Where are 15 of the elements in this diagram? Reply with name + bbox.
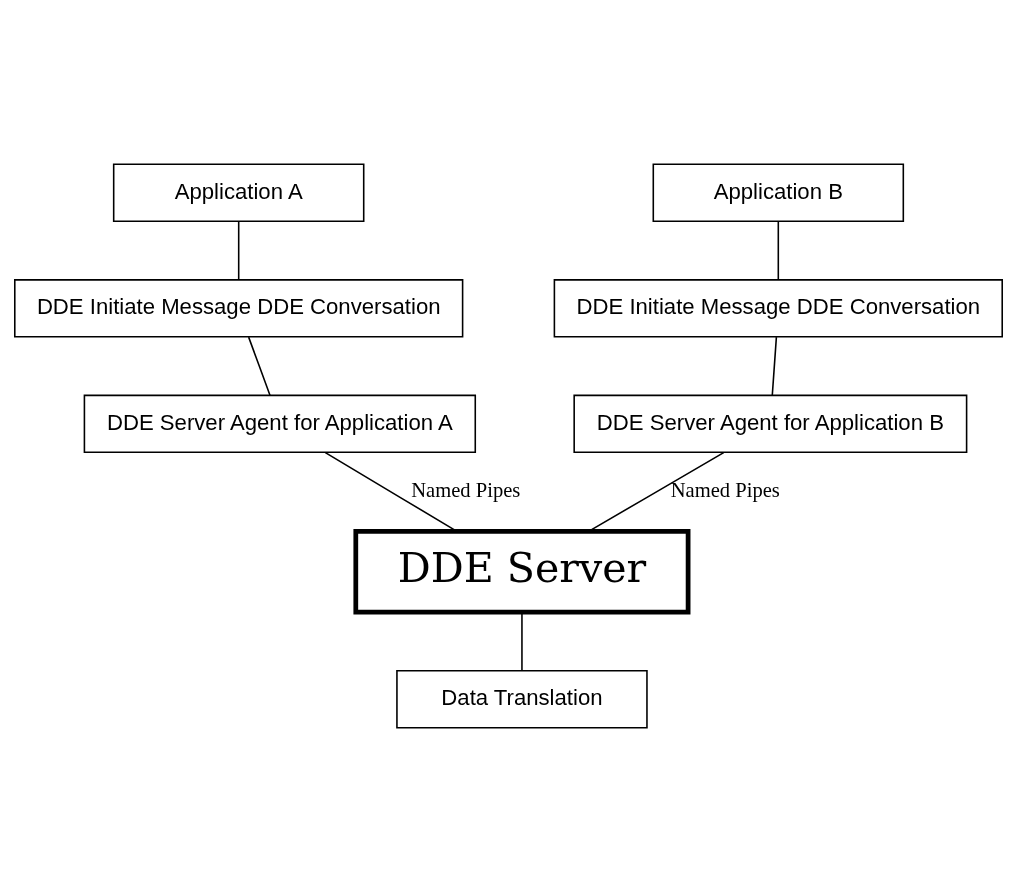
node-box: DDE Server Agent for Application B [573, 394, 968, 454]
node-box: DDE Server Agent for Application A [83, 394, 477, 454]
connector [771, 336, 778, 397]
edge-label: Named Pipes [411, 479, 521, 502]
node-box: DDE Initiate Message DDE Conversation [14, 279, 464, 338]
node-box: Application A [112, 163, 365, 223]
node-box: DDE Server [353, 529, 691, 615]
connector [237, 220, 240, 281]
edge-label: Named Pipes [670, 479, 780, 502]
connector [777, 220, 780, 281]
node-box: DDE Initiate Message DDE Conversation [553, 279, 1003, 338]
connector [521, 611, 523, 672]
node-box: Data Translation [396, 669, 648, 729]
node-box: Application B [652, 163, 905, 223]
connector [247, 336, 271, 397]
